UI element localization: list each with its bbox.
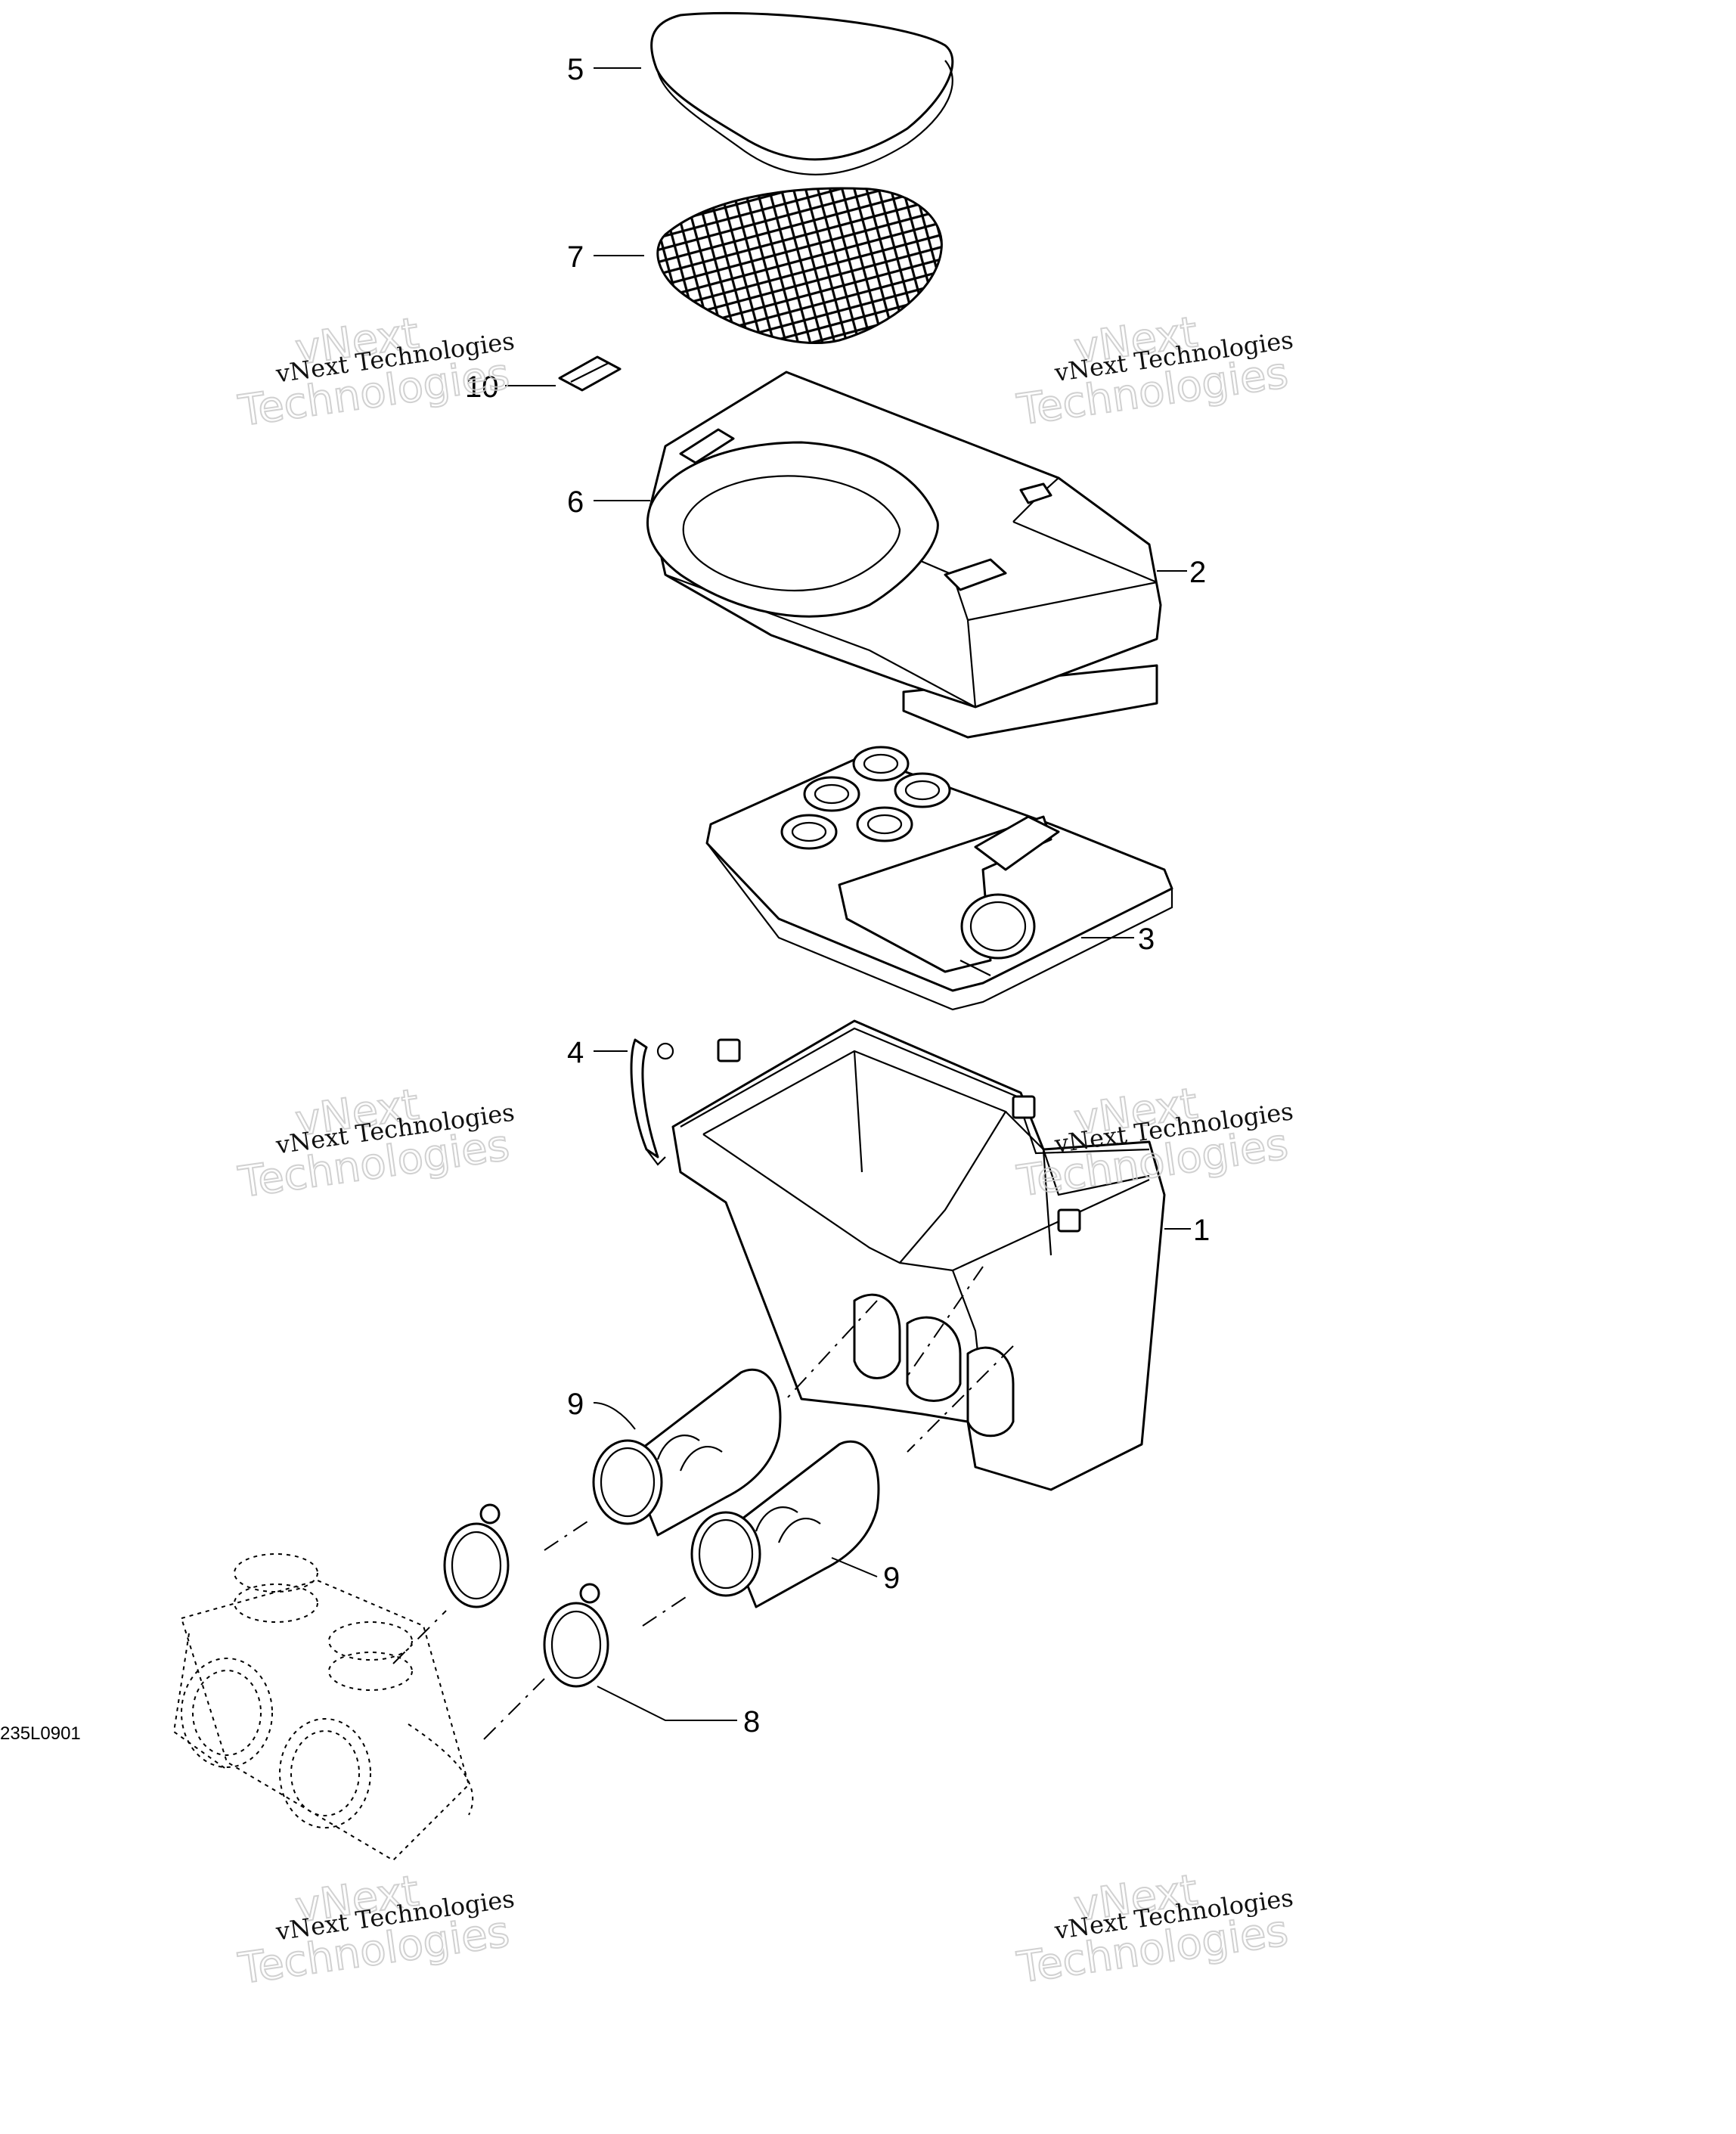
part-8-clamp-lower [543,1583,609,1688]
callout-labels: 5 7 10 6 2 3 4 1 9 9 8 235L0901 [0,53,1210,1744]
alignment-lines [392,1266,1014,1740]
part-1-airbox [671,1019,1166,1491]
part-9-boot-upper [592,1368,782,1537]
grommet-5 [856,806,913,842]
part-3-silencer-plate [705,746,1173,1011]
watermark-top-right: vNext Technologies vNext Technologies [1013,307,1294,436]
callout-9-upper: 9 [567,1388,584,1421]
grommet-4 [780,814,838,850]
grommet-1 [852,746,910,782]
callout-4: 4 [567,1036,584,1069]
part-10-label [558,355,622,392]
part-7-mesh-screen [656,187,943,344]
watermark-mid-left: vNext Technologies vNext Technologies [234,1079,516,1208]
part-8-clamp-upper [443,1503,510,1608]
watermark-bottom-right: vNext Technologies vNext Technologies [1013,1865,1294,1993]
part-4-clip [630,1038,674,1166]
callout-1: 1 [1193,1214,1210,1247]
callout-7: 7 [567,240,584,274]
watermark-bottom-left: vNext Technologies vNext Technologies [234,1866,516,1994]
drawing-code: 235L0901 [0,1723,81,1744]
grommet-2 [803,776,860,812]
part-9-boot-lower [690,1440,880,1608]
grommet-3 [894,772,951,808]
callout-3: 3 [1138,923,1155,956]
callout-9-lower: 9 [883,1562,900,1595]
callout-2: 2 [1189,556,1206,589]
carburetors-reference [172,1553,474,1862]
callout-10: 10 [465,371,499,404]
part-6-gasket [646,441,939,618]
watermark-mid-right: vNext Technologies vNext Technologies [1013,1078,1294,1207]
leader-lines [505,67,1191,1721]
callout-8: 8 [743,1705,760,1739]
watermark-top-left: vNext Technologies vNext Technologies [234,308,516,436]
callout-5: 5 [567,53,584,86]
part-2-cover [646,371,1162,739]
part-5-foam-pad [650,11,954,175]
callout-6: 6 [567,485,584,519]
